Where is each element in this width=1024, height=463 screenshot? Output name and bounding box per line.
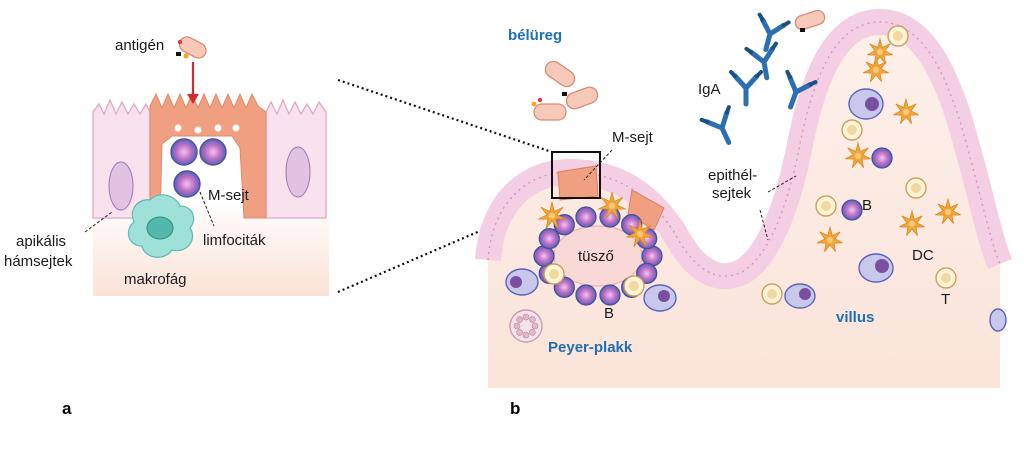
label-apical-1: apikális xyxy=(16,233,66,250)
iga-antibody xyxy=(744,41,778,81)
zoom-line-top xyxy=(337,78,553,154)
iga-antibodies xyxy=(699,12,818,146)
iga-antibody-tips xyxy=(729,70,763,78)
lymph-vessel-dot xyxy=(529,329,536,336)
m-cell-b-2 xyxy=(627,189,665,231)
iga-antibody xyxy=(729,70,763,107)
iga-antibody xyxy=(699,105,732,146)
label-t-cell: T xyxy=(941,291,950,308)
iga-antibody-shape xyxy=(787,74,813,110)
dendritic-cell-nucleus xyxy=(827,237,833,243)
label-dc: DC xyxy=(912,247,934,264)
lymph-vessel-dot xyxy=(529,316,536,323)
m-cell-a xyxy=(149,92,267,219)
lymph-vessel-dot xyxy=(531,322,539,330)
label-b-cell-villus: B xyxy=(862,197,872,214)
label-villus: villus xyxy=(836,309,874,326)
label-lumen: bélüreg xyxy=(508,27,562,44)
iga-antibody-tips xyxy=(757,12,791,28)
dendritic-cell-nucleus xyxy=(609,203,615,209)
dendritic-cell-nucleus xyxy=(637,231,643,237)
iga-antibody-shape xyxy=(748,45,776,81)
antigen-arrow-head xyxy=(187,94,199,104)
apical-epithelial-cell-right xyxy=(265,98,327,219)
t-cell-nucleus xyxy=(941,273,951,283)
lymphocytes-a xyxy=(170,138,227,198)
t-cell-nucleus xyxy=(821,201,831,211)
lymphocyte xyxy=(553,214,575,236)
label-lymphocytes: limfociták xyxy=(203,232,266,249)
apical-epithelial-cell-left xyxy=(92,98,151,219)
iga-antibody-shape xyxy=(759,17,787,52)
iga-antibody-tips xyxy=(785,69,818,87)
label-apical-2: hámsejtek xyxy=(4,253,73,270)
label-antigen: antigén xyxy=(115,37,164,54)
t-cell-nucleus xyxy=(549,269,559,279)
leader-apical xyxy=(84,211,113,233)
zoom-line-bottom xyxy=(337,198,553,294)
label-iga: IgA xyxy=(698,81,721,98)
antigen-bacterium-a xyxy=(176,36,207,59)
panel-a: antigén M-sejt limfociták apikális hámse… xyxy=(4,36,329,418)
t-cell-nucleus xyxy=(629,281,639,291)
dendritic-cells-follicle xyxy=(538,191,654,247)
iga-antibody xyxy=(757,12,791,52)
label-epithelial-2: sejtek xyxy=(712,185,752,202)
dendritic-cells-villus xyxy=(817,37,961,252)
label-m-cell-b: M-sejt xyxy=(612,129,654,146)
t-cells xyxy=(543,25,957,305)
antigen-bacteria-b xyxy=(531,9,826,121)
t-cell-nucleus xyxy=(847,125,857,135)
dendritic-cell-nucleus xyxy=(873,67,879,73)
dendritic-cell-nucleus xyxy=(909,221,915,227)
label-b-cell-follicle: B xyxy=(604,305,614,322)
lymph-vessel-dot xyxy=(522,313,530,321)
lymph-vessel-dot xyxy=(516,329,523,336)
label-macrophage: makrofág xyxy=(124,271,187,288)
dendritic-cell-nucleus xyxy=(903,109,909,115)
leader-m-cell-b xyxy=(583,149,613,181)
label-follicle: tüsző xyxy=(578,248,614,265)
lymphocyte xyxy=(575,284,597,306)
m-cell-b-1 xyxy=(557,165,599,201)
dendritic-cell-nucleus xyxy=(877,49,883,55)
panel-letter-b: b xyxy=(510,399,520,418)
macrophage-a xyxy=(127,194,195,258)
lymph-vessel-dot xyxy=(513,322,521,330)
label-m-cell-a: M-sejt xyxy=(208,187,250,204)
iga-antibody-shape xyxy=(732,73,760,107)
leader-lymphocytes xyxy=(199,191,215,227)
label-peyer: Peyer-plakk xyxy=(548,339,633,356)
panel-b: bélüreg IgA M-sejt epithél- sejtek tüsző… xyxy=(475,9,1013,418)
t-cell-nucleus xyxy=(911,183,921,193)
dendritic-cell-nucleus xyxy=(549,213,555,219)
iga-antibody xyxy=(785,69,818,110)
lymphocyte xyxy=(636,262,658,285)
dendritic-cell-nucleus xyxy=(945,209,951,215)
label-epithelial-1: epithél- xyxy=(708,167,757,184)
t-cell-nucleus xyxy=(767,289,777,299)
iga-antibody-shape xyxy=(704,109,732,146)
zoom-box xyxy=(551,151,601,199)
leader-epithelial xyxy=(759,175,797,241)
lymphocyte xyxy=(538,227,560,250)
panel-letter-a: a xyxy=(62,399,72,418)
lymphocyte xyxy=(575,206,597,228)
villus-b-cells xyxy=(841,147,893,221)
dendritic-cell-nucleus xyxy=(855,153,861,159)
lymph-vessel-dot xyxy=(516,316,523,323)
iga-antibody-tips xyxy=(699,105,731,124)
lymphocyte xyxy=(599,284,621,306)
lymph-vessel-dot xyxy=(522,331,530,339)
lymph-vessel xyxy=(509,309,543,343)
t-cell-nucleus xyxy=(893,31,903,41)
plasma-cells xyxy=(505,88,1007,332)
iga-antibody-tips xyxy=(744,41,778,55)
